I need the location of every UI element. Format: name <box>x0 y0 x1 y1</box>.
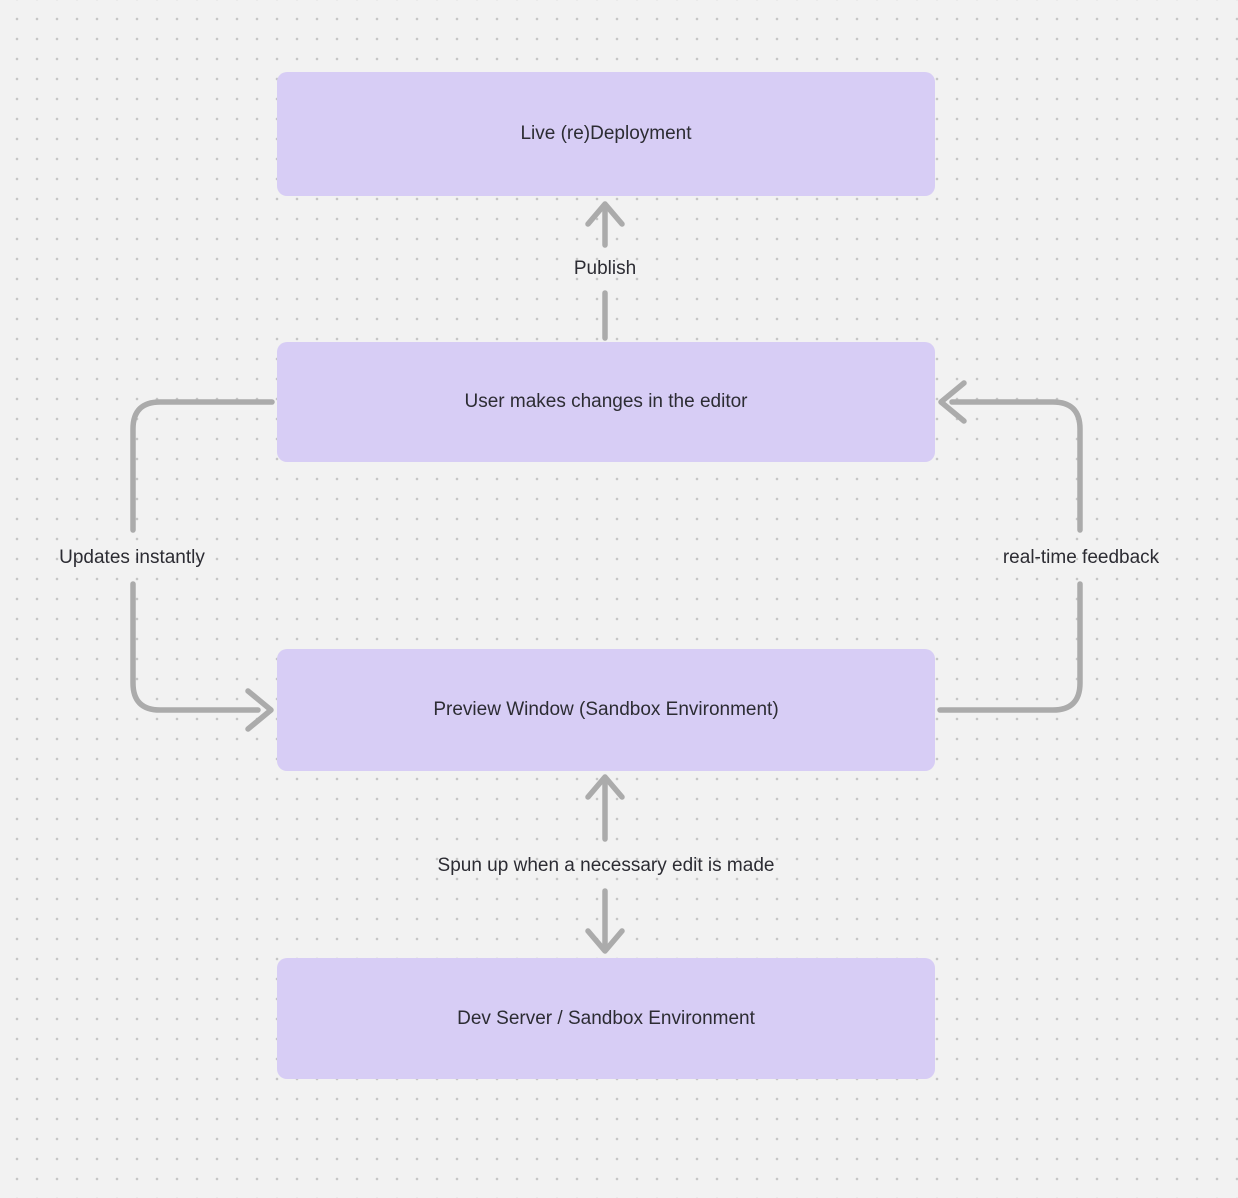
node-preview-window-label: Preview Window (Sandbox Environment) <box>433 699 779 720</box>
edge-updates-line-upper <box>130 399 275 533</box>
edge-label-real-time-feedback: real-time feedback <box>1002 547 1160 568</box>
arrowhead-down-icon <box>585 928 625 954</box>
edge-updates-line-lower <box>130 581 261 713</box>
arrowhead-up-icon <box>585 774 625 800</box>
arrowhead-right-icon <box>245 688 274 732</box>
node-user-editor[interactable]: User makes changes in the editor <box>277 342 935 462</box>
node-live-redeployment[interactable]: Live (re)Deployment <box>277 72 935 196</box>
node-dev-server[interactable]: Dev Server / Sandbox Environment <box>277 958 935 1079</box>
edge-label-publish: Publish <box>573 258 637 279</box>
arrowhead-left-icon <box>938 380 967 424</box>
node-dev-server-label: Dev Server / Sandbox Environment <box>457 1007 755 1029</box>
edge-label-spun-up: Spun up when a necessary edit is made <box>437 855 775 876</box>
arrowhead-up-icon <box>585 201 625 227</box>
node-live-redeployment-label: Live (re)Deployment <box>520 123 692 144</box>
edge-feedback-line-lower <box>937 581 1083 713</box>
edge-label-updates-instantly: Updates instantly <box>59 547 205 568</box>
edge-feedback-line-upper <box>949 399 1083 533</box>
node-user-editor-label: User makes changes in the editor <box>464 391 748 412</box>
node-preview-window[interactable]: Preview Window (Sandbox Environment) <box>277 649 935 771</box>
